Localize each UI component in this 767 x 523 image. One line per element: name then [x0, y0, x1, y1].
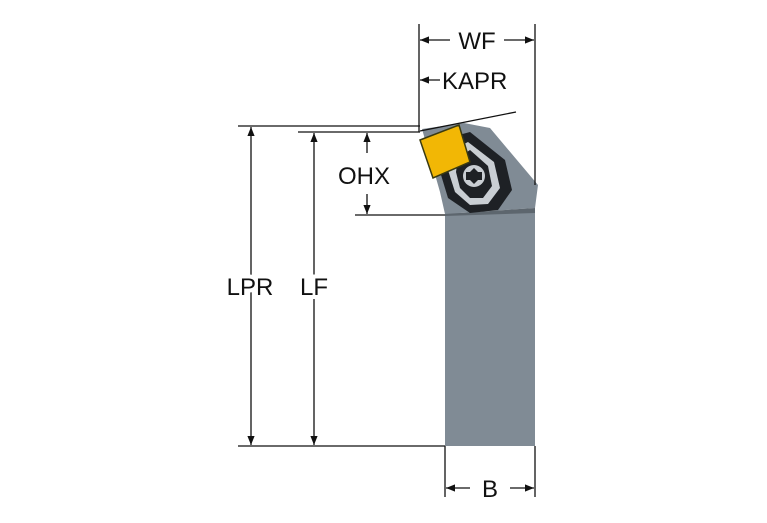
kapr-label: KAPR: [442, 68, 507, 95]
head-shadow: [445, 208, 535, 216]
lf-label: LF: [300, 274, 328, 301]
lpr-label: LPR: [227, 274, 274, 301]
dimension-lines: [238, 24, 536, 497]
screw-socket-icon: [466, 168, 482, 184]
wf-label: WF: [458, 28, 495, 55]
ohx-label: OHX: [338, 163, 390, 190]
b-label: B: [482, 476, 498, 503]
cutting-insert: [419, 124, 471, 180]
kapr-reference-line: [419, 111, 517, 132]
tool-shank: [445, 213, 535, 446]
